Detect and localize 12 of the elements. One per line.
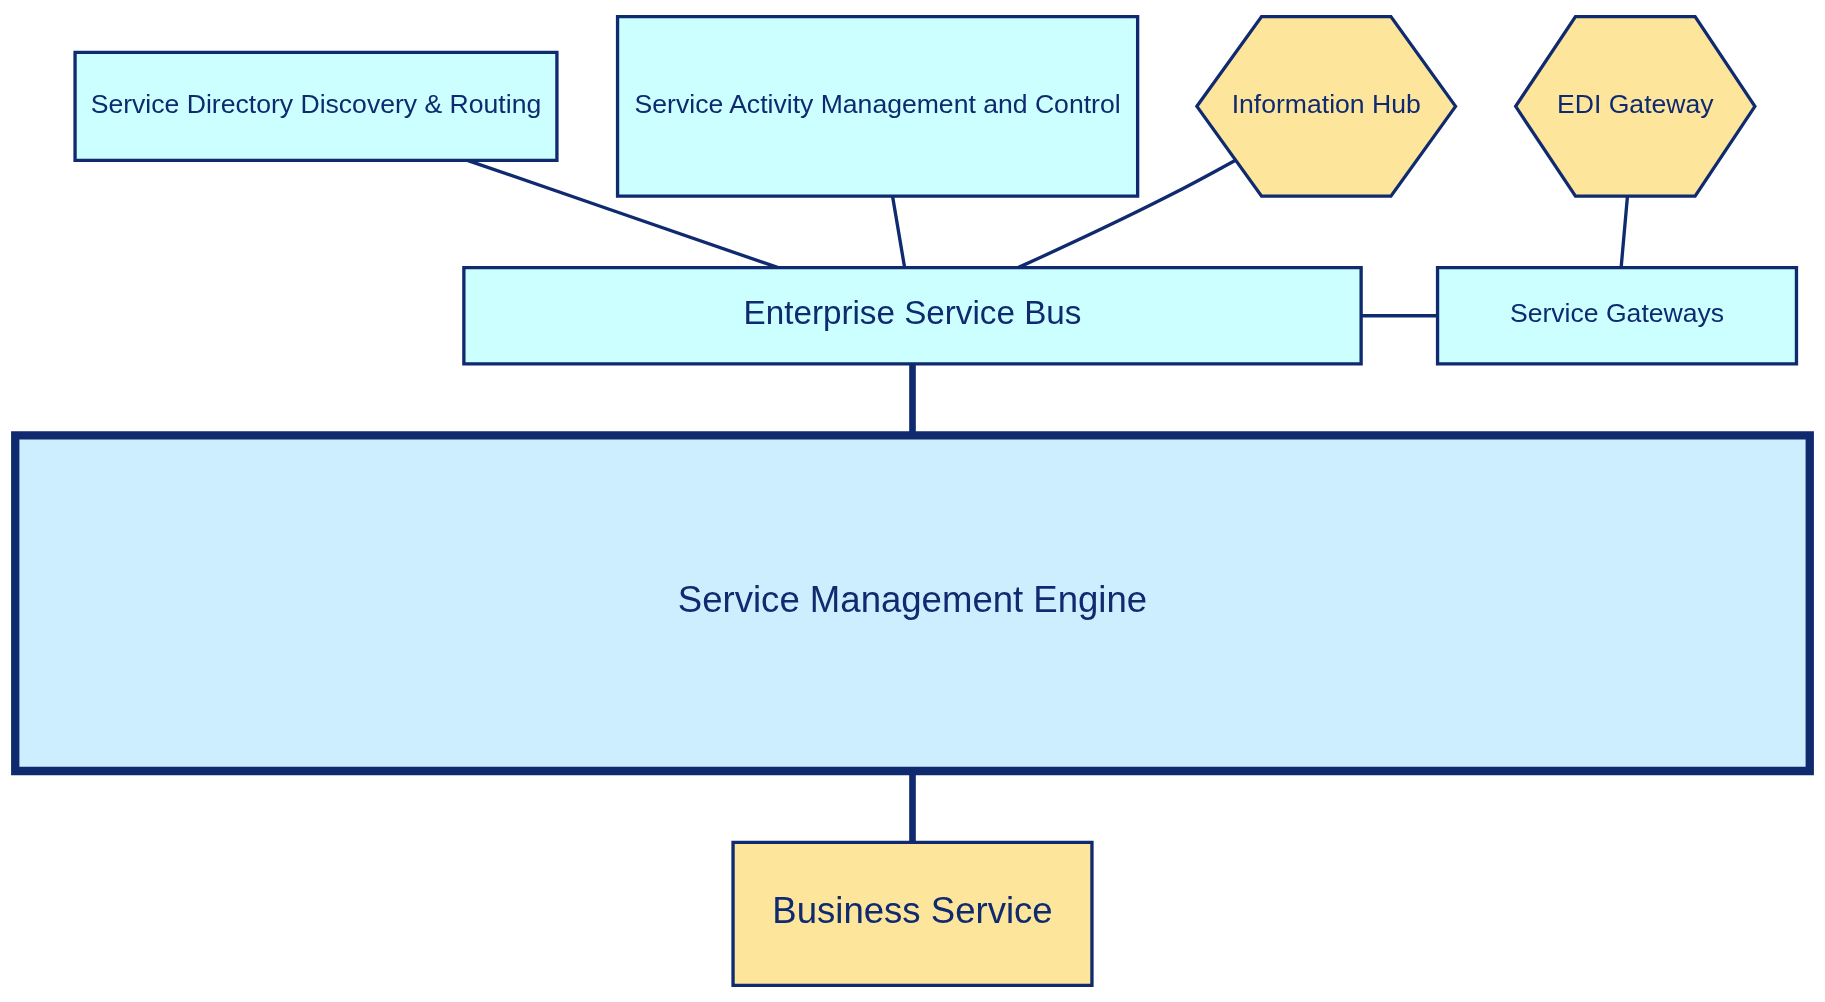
node-box: Service Directory Discovery & Routing — [73, 50, 559, 163]
connector — [1361, 314, 1438, 318]
connector — [1619, 196, 1630, 268]
node-box: Enterprise Service Bus — [462, 265, 1363, 366]
node-box: Business Service — [731, 840, 1094, 987]
node-box: Service Activity Management and Control — [615, 15, 1140, 198]
connector — [890, 196, 907, 268]
connector — [909, 364, 916, 435]
connector — [467, 159, 779, 269]
connector — [1017, 158, 1237, 269]
node-box: Service Management Engine — [11, 431, 1814, 776]
node-box: Service Gateways — [1435, 265, 1799, 366]
